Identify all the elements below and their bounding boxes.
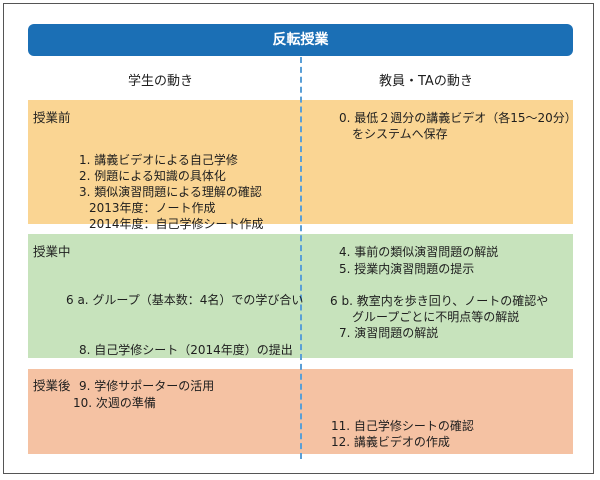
- teachers-column-heading: 教員・TAの動き: [379, 74, 473, 89]
- student-step-6a: 6 a. グループ（基本数：4名）での学び合い: [66, 293, 304, 307]
- student-step-3: 3. 類似演習問題による理解の確認: [79, 185, 262, 199]
- students-column-heading: 学生の動き: [128, 74, 194, 89]
- student-note-2014: 2014年度：自己学修シート作成: [89, 217, 264, 231]
- student-step-1: 1. 講義ビデオによる自己学修: [79, 153, 238, 167]
- phase-label-during: 授業中: [33, 244, 71, 259]
- column-divider: [300, 57, 302, 459]
- student-step-8: 8. 自己学修シート（2014年度）の提出: [79, 343, 293, 357]
- diagram-title: 反転授業: [28, 24, 573, 56]
- student-note-2013: 2013年度：ノート作成: [89, 201, 216, 215]
- teacher-step-7: 7. 演習問題の解説: [339, 326, 439, 340]
- student-step-9: 9. 学修サポーターの活用: [79, 379, 215, 393]
- teacher-step-0-cont: をシステムへ保存: [352, 127, 448, 141]
- student-step-2: 2. 例題による知識の具体化: [79, 169, 226, 183]
- student-step-10: 10. 次週の準備: [73, 396, 156, 410]
- teacher-step-6b-cont: グループごとに不明点等の解説: [352, 310, 520, 324]
- teacher-step-5: 5. 授業内演習問題の提示: [339, 262, 475, 276]
- phase-label-after: 授業後: [33, 378, 71, 393]
- teacher-step-4: 4. 事前の類似演習問題の解説: [339, 245, 499, 259]
- teacher-step-6b: 6 b. 教室内を歩き回り、ノートの確認や: [330, 294, 549, 308]
- teacher-step-12: 12. 講義ビデオの作成: [331, 435, 450, 449]
- teacher-step-11: 11. 自己学修シートの確認: [331, 419, 474, 433]
- phase-label-before: 授業前: [33, 110, 71, 125]
- teacher-step-0: 0. 最低２週分の講義ビデオ（各15～20分）: [339, 111, 577, 125]
